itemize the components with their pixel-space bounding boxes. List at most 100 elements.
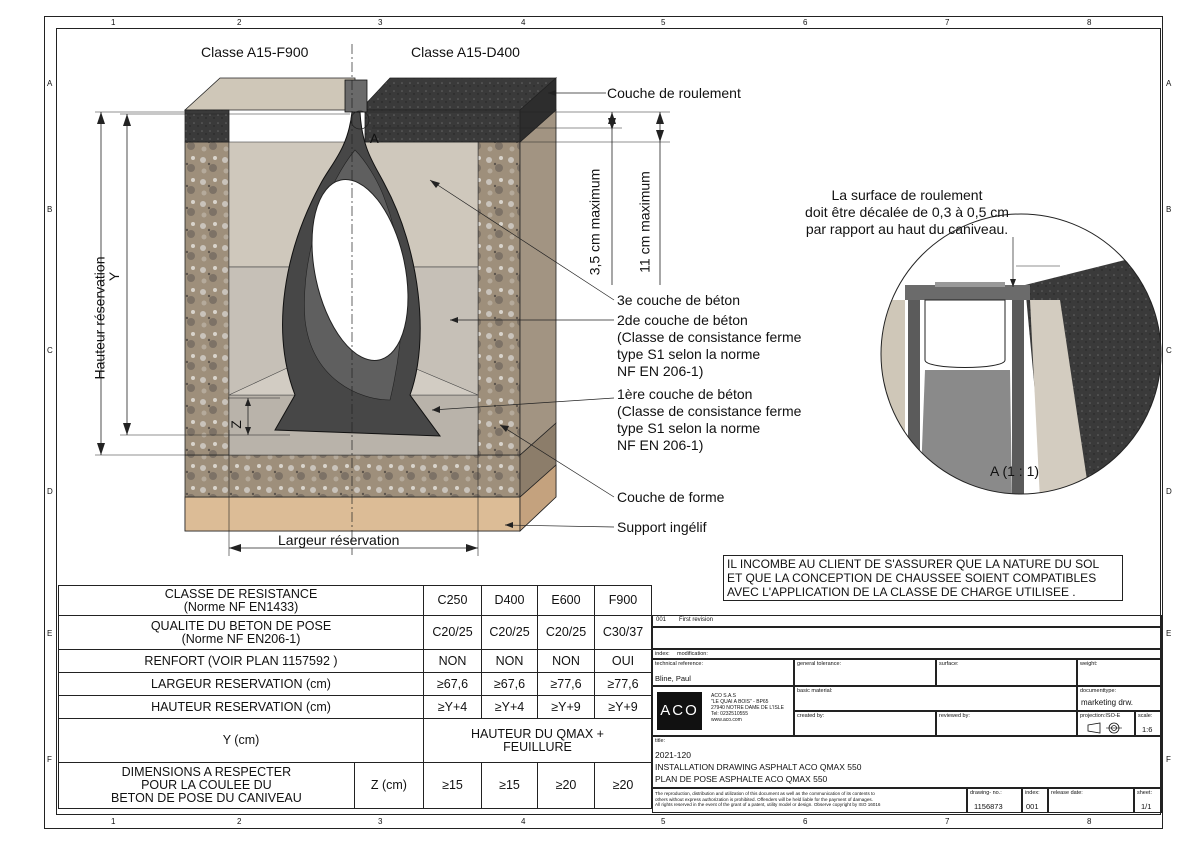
grid-column-label: 4 [521, 18, 526, 27]
grid-column-label: 2 [237, 817, 242, 826]
spec-header-col: D400 [481, 585, 538, 616]
legal-text: The reproduction, distribution and utili… [655, 791, 881, 807]
title-cell: title: 2021-120 INSTALLATION DRAWING ASP… [652, 736, 1162, 788]
aco-logo: ACO [657, 692, 702, 730]
grid-column-label: 3 [378, 817, 383, 826]
callout-beton3: 3e couche de béton [617, 292, 740, 308]
grid-column-label: 2 [237, 18, 242, 27]
spec-dim-sub: Z (cm) [353, 762, 425, 809]
inner-frame [56, 28, 1161, 815]
spec-cell: ≥Y+4 [481, 695, 538, 719]
index-label: index: [655, 651, 670, 657]
grid-column-label: 8 [1087, 817, 1092, 826]
scale-label: scale: [1138, 713, 1153, 719]
spec-table: CLASSE DE RESISTANCE (Norme NF EN1433) C… [58, 585, 652, 809]
grid-column-label: 1 [111, 18, 116, 27]
spec-cell: ≥Y+4 [423, 695, 482, 719]
grid-column-label: 4 [521, 817, 526, 826]
grid-column-label: 8 [1087, 18, 1092, 27]
callout-beton2: 2de couche de béton (Classe de consistan… [617, 312, 802, 379]
spec-cell: OUI [594, 649, 652, 673]
spec-header-col: F900 [594, 585, 652, 616]
spec-cell: NON [537, 649, 595, 673]
reviewed-label: reviewed by: [939, 713, 970, 719]
doctype-cell: documenttype: marketing drw. [1077, 686, 1162, 711]
detail-caption: A (1 : 1) [990, 463, 1040, 479]
y-label: Y [106, 271, 123, 282]
grid-column-label: 5 [661, 18, 666, 27]
spec-cell: ≥67,6 [481, 672, 538, 696]
revision-index: 001 [656, 617, 667, 623]
tolerance-label: general tolerance: [797, 661, 842, 667]
tech-ref-label: technical reference: [655, 661, 703, 667]
projection-cell: projection:ISO-E [1077, 711, 1135, 736]
created-cell: created by: [794, 711, 936, 736]
surface-label: surface: [939, 661, 959, 667]
z-label: Z [227, 420, 244, 429]
spec-cell: ≥77,6 [594, 672, 652, 696]
tech-ref-value: Bline, Paul [655, 674, 691, 683]
grid-row-label: C [1166, 346, 1172, 355]
material-cell: basic material: [794, 686, 1077, 711]
grid-row-label: E [1166, 629, 1172, 638]
spec-header-col: E600 [537, 585, 595, 616]
revision-blank [652, 627, 1162, 649]
legal-cell: The reproduction, distribution and utili… [652, 788, 967, 813]
spec-row-label: HAUTEUR RESERVATION (cm) [58, 695, 424, 719]
grid-row-label: F [47, 755, 52, 764]
revision-text: First revision [679, 617, 714, 623]
scale-cell: scale: 1:6 [1135, 711, 1162, 736]
spec-cell: ≥Y+9 [594, 695, 652, 719]
grid-column-label: 1 [111, 817, 116, 826]
created-label: created by: [797, 713, 825, 719]
company-address: ACO S.A.S "LE QUAI A BOIS" - BP65 27940 … [711, 693, 784, 723]
callout-couche-forme: Couche de forme [617, 489, 725, 505]
dim-11-label: 11 cm maximum [636, 171, 653, 273]
grid-column-label: 6 [803, 817, 808, 826]
drawing-title: 2021-120 INSTALLATION DRAWING ASPHALT AC… [655, 750, 862, 784]
drawing-no-cell: drawing- no.: 1156873 [967, 788, 1022, 813]
tolerance-cell: general tolerance: [794, 659, 936, 686]
spec-y-value: HAUTEUR DU QMAX + FEUILLURE [423, 718, 652, 763]
grid-column-label: 7 [945, 18, 950, 27]
gravel-left [184, 141, 230, 456]
spec-cell: C20/25 [537, 615, 595, 650]
callout-couche-roulement: Couche de roulement [607, 85, 741, 101]
projection-symbol-icon [1087, 722, 1122, 734]
spec-cell: NON [423, 649, 482, 673]
grid-row-label: A [47, 79, 53, 88]
tech-ref-cell: technical reference: Bline, Paul [652, 659, 794, 686]
grid-column-label: 5 [661, 817, 666, 826]
outer-frame [44, 16, 1163, 829]
company-cell: ACO ACO S.A.S "LE QUAI A BOIS" - BP65 27… [652, 686, 794, 736]
spec-header-label: CLASSE DE RESISTANCE (Norme NF EN1433) [58, 585, 424, 616]
spec-cell: C20/25 [423, 615, 482, 650]
spec-cell: ≥77,6 [537, 672, 595, 696]
spec-cell: ≥20 [537, 762, 595, 809]
index2-value: 001 [1026, 802, 1039, 811]
spec-cell: ≥67,6 [423, 672, 482, 696]
title-label: title: [655, 738, 666, 744]
weight-cell: weight: [1077, 659, 1162, 686]
spec-cell: C20/25 [481, 615, 538, 650]
weight-label: weight: [1080, 661, 1098, 667]
grid-row-label: B [47, 205, 53, 214]
spec-cell: ≥Y+9 [537, 695, 595, 719]
grid-column-label: 6 [803, 18, 808, 27]
grid-row-label: C [47, 346, 53, 355]
drawing-no-value: 1156873 [974, 802, 1003, 811]
dim-35-label: 3,5 cm maximum [586, 168, 603, 276]
width-label: Largeur réservation [278, 532, 400, 548]
warning-box: IL INCOMBE AU CLIENT DE S'ASSURER QUE LA… [723, 555, 1123, 601]
grid-row-label: F [1166, 755, 1171, 764]
spec-cell: NON [481, 649, 538, 673]
modification-label: modification: [677, 651, 708, 657]
gravel-right [477, 141, 521, 456]
release-cell: release date: [1048, 788, 1134, 813]
sheet-label: sheet: [1137, 790, 1152, 796]
detail-note: La surface de roulement doit être décalé… [805, 187, 1009, 237]
index2-label: index: [1025, 790, 1040, 796]
scale-value: 1:6 [1142, 725, 1153, 734]
release-label: release date: [1051, 790, 1083, 796]
